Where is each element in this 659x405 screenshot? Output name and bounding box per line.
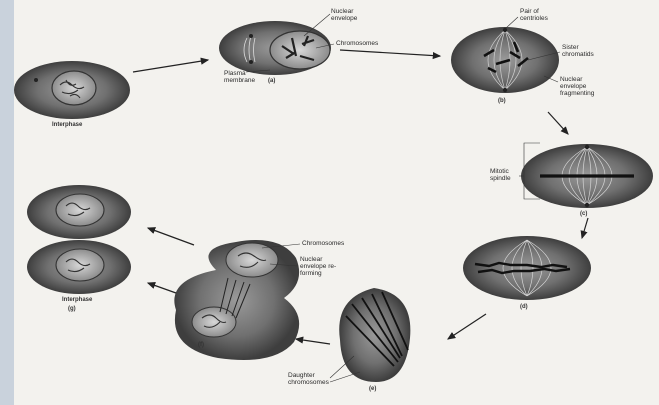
caption-e: (e) xyxy=(369,386,376,392)
label-mitotic-spindle: Mitotic spindle xyxy=(490,168,520,182)
cell-b-prometaphase xyxy=(451,27,559,93)
arrow-interphase-to-a xyxy=(133,60,208,72)
label-nuclear-envelope-fragmenting: Nuclear envelope fragmenting xyxy=(560,76,610,97)
cell-e-telophase xyxy=(339,288,410,382)
caption-f: (f) xyxy=(198,342,204,348)
caption-d: (d) xyxy=(520,304,528,310)
arrow-d-to-e xyxy=(448,314,486,339)
cell-interphase-start xyxy=(14,61,130,119)
arrow-f-to-g-top xyxy=(148,228,194,245)
cell-g-interphase-bottom xyxy=(27,240,131,294)
arrow-a-to-b xyxy=(340,50,440,56)
label-daughter-chromosomes: Daughter chromosomes xyxy=(288,372,332,386)
caption-interphase: Interphase xyxy=(52,122,82,128)
cell-g-interphase-top xyxy=(27,185,131,239)
page-edge xyxy=(0,0,14,405)
label-nuclear-envelope: Nuclear envelope xyxy=(331,8,373,22)
arrow-c-to-d xyxy=(582,218,588,238)
caption-interphase-g: Interphase xyxy=(62,297,92,303)
cell-f-cytokinesis xyxy=(174,240,299,360)
caption-c: (c) xyxy=(580,211,587,217)
label-plasma-membrane: Plasma membrane xyxy=(224,70,264,84)
label-nuclear-envelope-reforming: Nuclear envelope re-forming xyxy=(300,256,340,277)
label-pair-of-centrioles: Pair of centrioles xyxy=(520,8,564,22)
label-chromosomes-f: Chromosomes xyxy=(302,240,344,247)
cell-d-anaphase xyxy=(463,236,591,300)
label-chromosomes-a: Chromosomes xyxy=(336,40,378,47)
caption-g: (g) xyxy=(68,306,76,312)
arrow-f-to-g-bottom xyxy=(148,283,176,293)
cell-c-metaphase xyxy=(521,144,653,208)
arrow-b-to-c xyxy=(548,112,568,134)
label-sister-chromatids: Sister chromatids xyxy=(562,44,606,58)
cell-a-prophase xyxy=(219,21,331,75)
caption-a: (a) xyxy=(268,78,275,84)
arrow-e-to-f xyxy=(296,339,330,344)
caption-b: (b) xyxy=(498,98,506,104)
